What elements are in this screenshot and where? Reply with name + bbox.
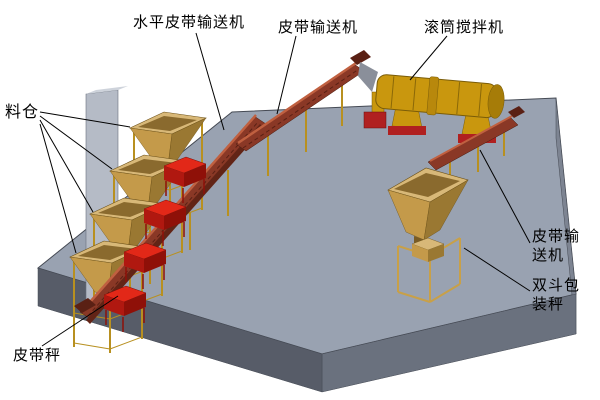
label-silo: 料仓 [5, 104, 40, 121]
discharge-conveyor-belt-top [429, 115, 513, 162]
inclined-belt-conveyor-graphic [235, 50, 378, 176]
conveyor-tail-pulley [74, 298, 96, 313]
packing-scale-bottom-rail [397, 291, 431, 303]
leader-belt-conveyor-right [479, 149, 531, 244]
mixer-base-left [388, 126, 426, 135]
leader-belt-conveyor-upper [276, 35, 297, 115]
leader-horizontal-belt-conveyor [195, 32, 225, 131]
discharge-conveyor-head-pulley [508, 106, 525, 118]
inclined-conveyor-head-pulley [350, 50, 371, 65]
drum-mixer-graphic [363, 74, 505, 143]
discharge-belt-conveyor-graphic [427, 106, 525, 186]
leader-silo-1 [39, 111, 131, 128]
leader-belt-scale [41, 295, 119, 347]
packing-scale-graphic [397, 237, 461, 303]
packing-scale-weigh-hopper [411, 237, 445, 262]
label-belt-conveyor-right: 皮带输送机 [532, 229, 581, 264]
surge-hopper-face-right [423, 179, 469, 241]
leader-silo-4 [39, 123, 77, 254]
surge-hopper-graphic [387, 167, 469, 252]
label-drum-mixer: 滚筒搅拌机 [424, 20, 505, 36]
mixer-drum [375, 74, 505, 119]
label-belt-scale: 皮带秤 [13, 348, 62, 364]
leader-drum-mixer [409, 35, 448, 81]
wall-top [86, 86, 128, 94]
label-belt-conveyor-upper: 皮带输送机 [278, 20, 359, 36]
leader-packing-scale [463, 247, 531, 292]
label-horizontal-belt-conveyor: 水平皮带输送机 [133, 15, 246, 31]
mixer-motor [363, 111, 387, 129]
leader-silo-2 [39, 115, 113, 170]
leader-lines [39, 32, 531, 347]
surge-hopper-opening [394, 173, 460, 197]
inclined-conveyor-truss [242, 68, 360, 149]
leader-silo-3 [39, 119, 94, 213]
inclined-conveyor-belt-top [237, 61, 357, 145]
label-packing-scale: 双斗包装秤 [532, 278, 581, 313]
feed-chute [358, 62, 378, 92]
packing-scale-bottom-rail [429, 283, 461, 303]
